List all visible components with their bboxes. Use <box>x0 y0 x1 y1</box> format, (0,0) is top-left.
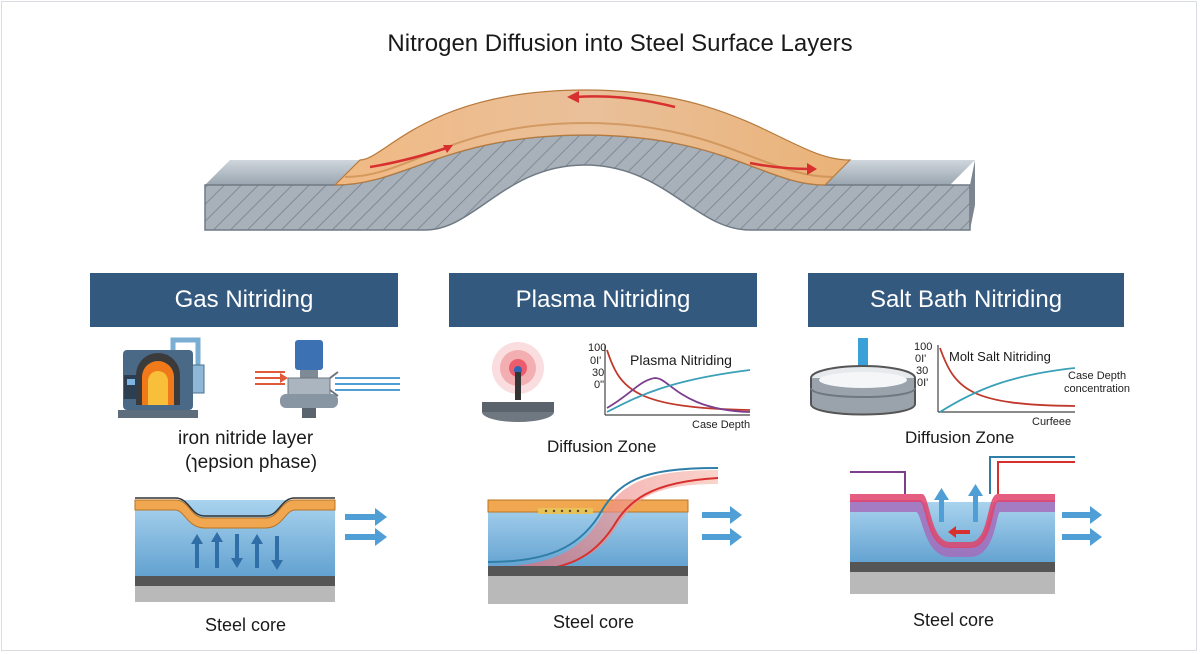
panel-header-plasma: Plasma Nitriding <box>449 273 757 327</box>
panel-header-gas: Gas Nitriding <box>90 273 398 327</box>
salt-zone-label: Diffusion Zone <box>905 428 1015 447</box>
salt-y-tick-1: 100 <box>914 341 933 353</box>
salt-x-label: Curfeee <box>1032 416 1072 428</box>
plasma-zone-label: Diffusion Zone <box>547 437 657 456</box>
salt-y-tick-4: 0I' <box>917 377 929 389</box>
plasma-graph-title: Plasma Nitriding <box>630 352 732 368</box>
salt-y-tick-3: 30 <box>916 365 929 377</box>
gas-core-label: Steel core <box>205 615 287 635</box>
salt-legend-line1: Case Depth <box>1068 370 1127 382</box>
salt-graph <box>937 345 1076 413</box>
furnace-icon <box>118 337 205 418</box>
steel-slab-illustration <box>204 89 975 231</box>
salt-graph-title: Molt Salt Nitriding <box>949 349 1051 364</box>
page-title: Nitrogen Diffusion into Steel Surface La… <box>387 30 853 57</box>
plasma-y-tick-1: 100 <box>588 342 607 354</box>
plasma-x-label: Case Depth <box>692 419 751 431</box>
reactor-icon <box>255 340 400 418</box>
salt-legend-line2: concentration <box>1064 383 1131 395</box>
plasma-glow-icon <box>482 342 554 422</box>
salt-bath-vessel-icon <box>810 338 916 416</box>
panel-header-salt: Salt Bath Nitriding <box>808 273 1124 327</box>
plasma-y-tick-3: 30 <box>592 367 605 379</box>
gas-caption-line1: iron nitride layer <box>178 428 314 449</box>
plasma-y-tick-4: 0" <box>594 379 605 391</box>
salt-core-label: Steel core <box>913 610 995 630</box>
plasma-cross-section <box>487 467 742 604</box>
plasma-y-tick-2: 0I' <box>590 355 602 367</box>
salt-cross-section <box>850 456 1102 594</box>
plasma-core-label: Steel core <box>553 612 635 632</box>
salt-y-tick-2: 0I' <box>915 353 927 365</box>
gas-cross-section <box>134 497 387 602</box>
gas-caption-line2: (ɿepsion phase) <box>185 452 318 473</box>
plasma-graph <box>604 345 751 416</box>
